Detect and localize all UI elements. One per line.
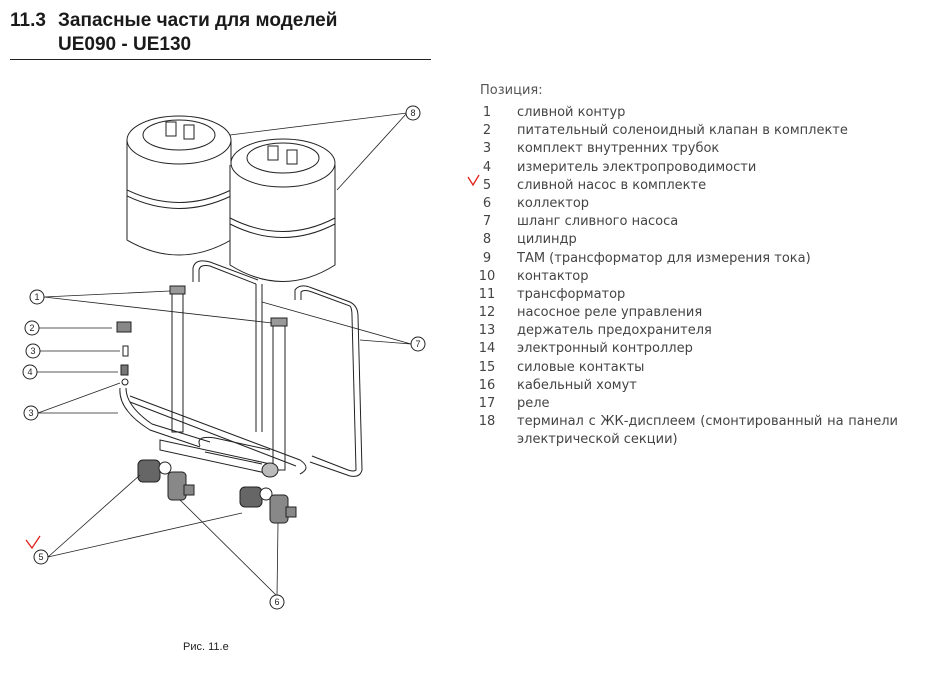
part-number: 4 xyxy=(482,159,492,175)
svg-text:6: 6 xyxy=(274,597,279,607)
part-description: сливной насос в комплекте xyxy=(517,177,707,193)
parts-list-item: 2 питательный соленоидный клапан в компле… xyxy=(474,122,898,140)
drain-pump-icon xyxy=(239,486,273,508)
parts-list-item: 18 терминал с ЖК-дисплеем (смонтированный… xyxy=(474,413,898,449)
part-description: сливной контур xyxy=(517,105,626,120)
part-description: шланг сливного насоса xyxy=(517,214,679,230)
part-description: кабельный хомут xyxy=(517,377,637,393)
callout-4: 4 xyxy=(22,364,38,380)
part-number: 17 xyxy=(478,396,496,411)
part-number: 9 xyxy=(482,250,492,266)
part-number: 18 xyxy=(478,414,496,430)
callout-1: 1 xyxy=(29,289,45,305)
collector-icon xyxy=(167,471,195,501)
svg-text:8: 8 xyxy=(410,108,415,118)
spare-parts-diagram: 1 2 3 4 3 5 6 7 8 xyxy=(22,105,426,610)
part-description: терминал с ЖК-дисплеем (смонтированный н… xyxy=(517,414,898,448)
part-number: 13 xyxy=(478,323,496,339)
callout-7: 7 xyxy=(410,336,426,352)
part-description: цилиндр xyxy=(517,232,577,248)
parts-list-item: 4 измеритель электропроводимости xyxy=(474,159,898,177)
parts-list-item: 12 насосное реле управления xyxy=(474,304,898,322)
parts-list-item: 13 держатель предохранителя xyxy=(474,322,898,340)
part-number: 15 xyxy=(478,359,496,375)
part-description: комплект внутренних трубок xyxy=(517,141,720,157)
callout-2: 2 xyxy=(24,320,40,336)
part-description: измеритель электропроводимости xyxy=(517,159,757,175)
part-description: насосное реле управления xyxy=(517,305,703,321)
part-number: 1 xyxy=(482,105,492,120)
parts-list-item: 14 электронный контроллер xyxy=(474,340,898,358)
parts-list-item: 9 ТАМ (трансформатор для измерения тока) xyxy=(474,250,898,268)
svg-text:2: 2 xyxy=(29,323,34,333)
part-description: электронный контроллер xyxy=(517,341,693,357)
svg-text:3: 3 xyxy=(30,346,35,356)
part-number: 16 xyxy=(478,377,496,393)
part-number: 6 xyxy=(482,195,492,211)
callout-5: 5 xyxy=(33,549,49,565)
parts-list-item: 7 шланг сливного насоса xyxy=(474,213,898,231)
callout-6: 6 xyxy=(269,594,285,610)
figure-caption: Рис. 11.e xyxy=(183,641,229,653)
callout-3b: 3 xyxy=(23,405,39,421)
parts-list-item: 11 трансформатор xyxy=(474,286,898,304)
svg-text:5: 5 xyxy=(38,552,43,562)
cylinder-left xyxy=(126,115,232,256)
svg-text:7: 7 xyxy=(415,339,420,349)
part-number: 12 xyxy=(478,305,496,321)
part-description: трансформатор xyxy=(517,286,626,302)
part-number: 2 xyxy=(482,123,492,139)
svg-text:4: 4 xyxy=(27,367,32,377)
part-description: реле xyxy=(517,396,550,411)
section-number: 11.3 xyxy=(10,10,46,31)
parts-list: 1 сливной контур 2 питательный соленоидный … xyxy=(474,104,898,449)
callout-3: 3 xyxy=(25,343,41,359)
drain-pump-icon xyxy=(137,459,172,483)
red-checkmark-icon xyxy=(25,535,41,550)
svg-text:1: 1 xyxy=(34,292,39,302)
callout-8: 8 xyxy=(405,105,421,121)
parts-list-item: 1 сливной контур xyxy=(474,104,898,122)
part-number: 10 xyxy=(478,268,496,284)
parts-list-item: 17 реле xyxy=(474,395,898,413)
collector-icon xyxy=(269,494,297,524)
part-number: 11 xyxy=(478,286,496,302)
part-description: ТАМ (трансформатор для измерения тока) xyxy=(517,250,811,266)
parts-list-item: 16 кабельный хомут xyxy=(474,377,898,395)
parts-list-heading: Позиция: xyxy=(480,83,543,98)
parts-list-item: 6 коллектор xyxy=(474,195,898,213)
part-number: 8 xyxy=(482,232,492,248)
parts-list-item: 8 цилиндр xyxy=(474,231,898,249)
page-subtitle-models: UE090 - UE130 xyxy=(58,34,192,55)
parts-list-item: 5 сливной насос в комплекте xyxy=(474,177,898,195)
part-number: 7 xyxy=(482,214,492,230)
cylinder-right xyxy=(229,138,336,282)
part-description: силовые контакты xyxy=(517,359,645,375)
part-description: держатель предохранителя xyxy=(517,323,712,339)
part-number: 3 xyxy=(482,141,492,157)
part-number: 14 xyxy=(478,341,496,357)
part-description: контактор xyxy=(517,268,589,284)
parts-list-item: 3 комплект внутренних трубок xyxy=(474,140,898,158)
red-checkmark-icon xyxy=(467,174,480,187)
part-number: 5 xyxy=(482,177,492,193)
part-description: питательный соленоидный клапан в комплек… xyxy=(517,123,848,139)
page-title: Запасные части для моделей xyxy=(58,10,338,31)
header-divider xyxy=(10,59,431,60)
parts-list-item: 15 силовые контакты xyxy=(474,359,898,377)
svg-text:3: 3 xyxy=(28,408,33,418)
parts-list-item: 10 контактор xyxy=(474,268,898,286)
part-description: коллектор xyxy=(517,195,590,211)
